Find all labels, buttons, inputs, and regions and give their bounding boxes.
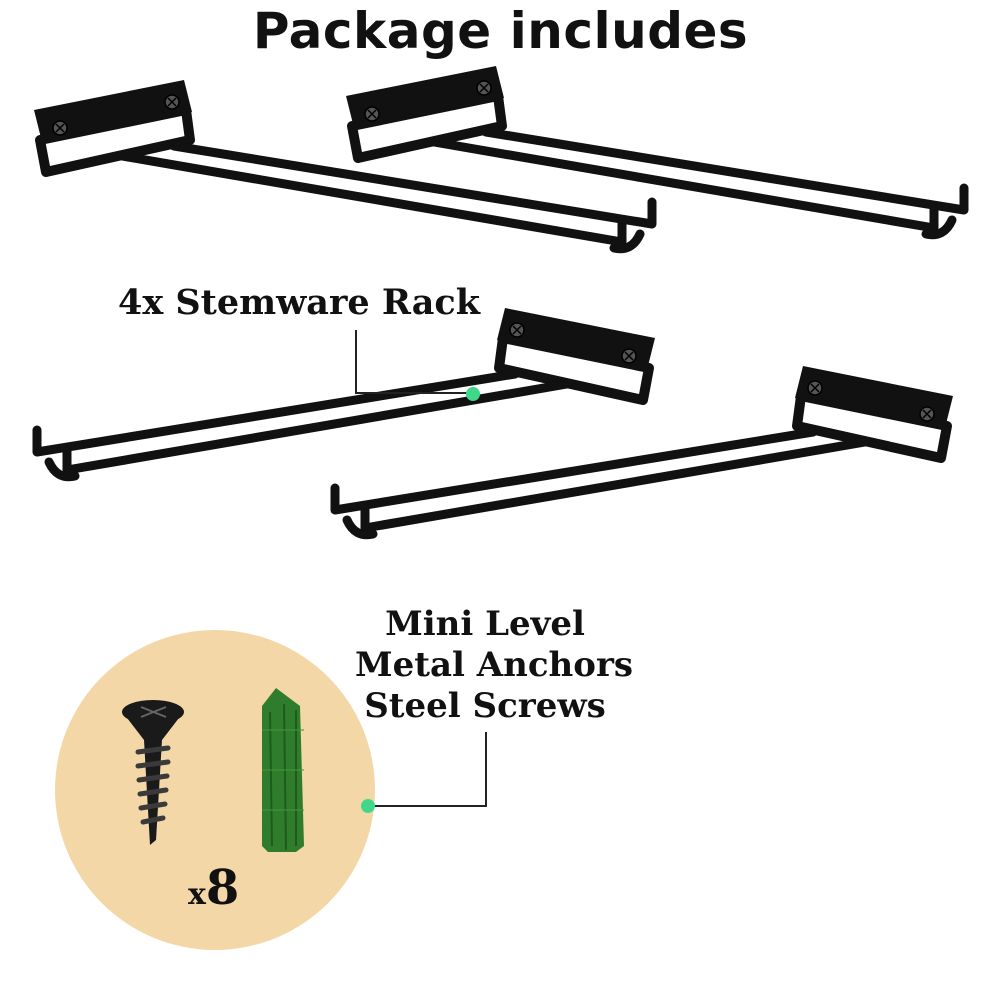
quantity-prefix: x <box>188 877 206 912</box>
accessories-label: Mini Level Metal Anchors Steel Screws <box>355 604 634 727</box>
quantity-label: x8 <box>188 860 239 916</box>
mini-level-label: Mini Level <box>385 604 585 644</box>
steel-screws-label: Steel Screws <box>364 686 606 726</box>
rack-leader-line <box>355 330 480 401</box>
stemware-rack-label: 4x Stemware Rack <box>118 282 480 323</box>
screw-icon <box>122 700 184 845</box>
metal-anchors-label: Metal Anchors <box>355 645 634 685</box>
page-title: Package includes <box>252 2 749 60</box>
wall-anchor-icon <box>262 688 304 852</box>
stemware-rack-icon <box>37 308 655 477</box>
quantity-count: 8 <box>205 860 240 916</box>
accessory-leader-line <box>361 732 487 813</box>
